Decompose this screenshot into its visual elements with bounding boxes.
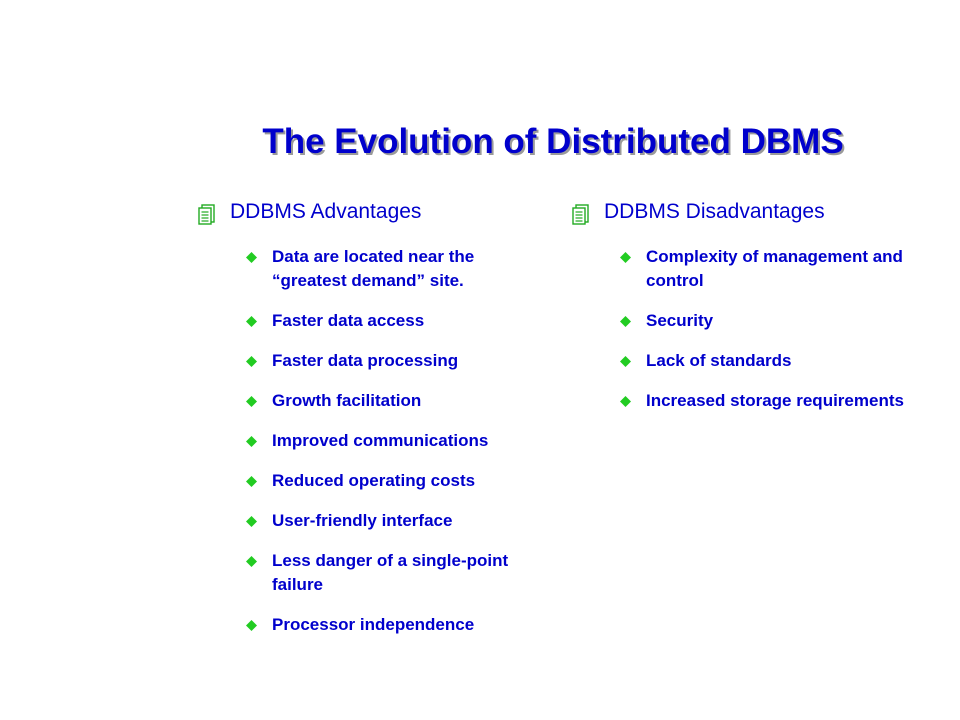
list-item: Processor independence [198, 613, 543, 637]
list-item-text: Data are located near the “greatest dema… [272, 247, 475, 290]
list-item: Security [572, 309, 917, 333]
list-item: Faster data processing [198, 349, 543, 373]
diamond-bullet-icon [620, 396, 631, 407]
diamond-bullet-icon [246, 436, 257, 447]
list-item-text: User-friendly interface [272, 511, 453, 530]
list-item-text: Growth facilitation [272, 391, 422, 410]
advantages-heading: DDBMS Advantages [198, 199, 543, 233]
diamond-bullet-icon [620, 316, 631, 327]
list-item-text: Lack of standards [646, 351, 792, 370]
disadvantages-heading: DDBMS Disadvantages [572, 199, 917, 233]
list-item-text: Faster data processing [272, 351, 459, 370]
advantages-column: DDBMS Advantages Data are located near t… [198, 199, 543, 653]
list-item-text: Increased storage requirements [646, 391, 904, 410]
list-item: User-friendly interface [198, 509, 543, 533]
list-item-text: Less danger of a single-point failure [272, 551, 509, 594]
list-item-text: Processor independence [272, 615, 475, 634]
disadvantages-heading-text: DDBMS Disadvantages [604, 200, 825, 223]
list-item: Data are located near the “greatest dema… [198, 245, 543, 293]
list-item-text: Improved communications [272, 431, 489, 450]
list-item: Reduced operating costs [198, 469, 543, 493]
diamond-bullet-icon [246, 316, 257, 327]
list-item: Less danger of a single-point failure [198, 549, 543, 597]
disadvantages-column: DDBMS Disadvantages Complexity of manage… [572, 199, 917, 429]
list-item: Faster data access [198, 309, 543, 333]
diamond-bullet-icon [246, 396, 257, 407]
diamond-bullet-icon [246, 516, 257, 527]
advantages-list: Data are located near the “greatest dema… [198, 245, 543, 637]
list-item-text: Faster data access [272, 311, 425, 330]
notepad-icon [198, 204, 215, 225]
diamond-bullet-icon [246, 556, 257, 567]
list-item-text: Complexity of management and control [646, 247, 903, 290]
slide-title: The Evolution of Distributed DBMS [262, 122, 844, 161]
diamond-bullet-icon [246, 252, 257, 263]
diamond-bullet-icon [620, 356, 631, 367]
list-item-text: Reduced operating costs [272, 471, 476, 490]
list-item: Lack of standards [572, 349, 917, 373]
list-item: Improved communications [198, 429, 543, 453]
diamond-bullet-icon [246, 356, 257, 367]
diamond-bullet-icon [246, 620, 257, 631]
list-item: Complexity of management and control [572, 245, 917, 293]
list-item: Increased storage requirements [572, 389, 917, 413]
notepad-icon [572, 204, 589, 225]
advantages-heading-text: DDBMS Advantages [230, 200, 422, 223]
diamond-bullet-icon [620, 252, 631, 263]
disadvantages-list: Complexity of management and control Sec… [572, 245, 917, 413]
diamond-bullet-icon [246, 476, 257, 487]
list-item: Growth facilitation [198, 389, 543, 413]
list-item-text: Security [646, 311, 714, 330]
